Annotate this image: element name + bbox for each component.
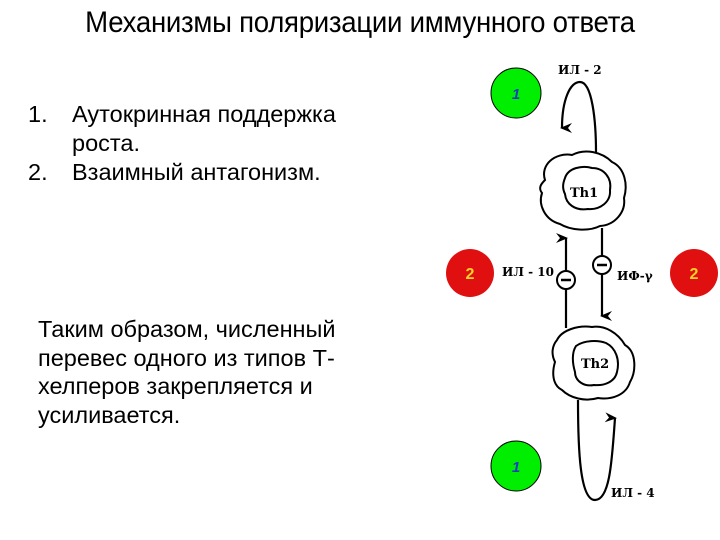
antagonism-badge-right: 2 [670, 249, 718, 297]
svg-text:1: 1 [512, 86, 520, 103]
il4-loop-arrow [576, 399, 617, 502]
il2-loop-arrow [560, 80, 598, 153]
svg-text:1: 1 [512, 459, 520, 476]
th2-nucleus [571, 340, 619, 387]
slide-title: Механизмы поляризации иммунного ответа [85, 6, 635, 39]
list-item-text-line: Аутокринная поддержка [72, 101, 336, 127]
th1-nucleus [562, 165, 612, 211]
conclusion-line: перевес одного из типов Т- [38, 344, 335, 371]
list-item-text-line: роста. [72, 130, 140, 156]
th2-label: Th2 [581, 357, 609, 372]
il2-label: ИЛ - 2 [558, 63, 602, 77]
il10-antagonism-arrow: ИЛ - 10 [502, 233, 576, 328]
autocrine-badge-top: 1 [490, 67, 542, 119]
list-item-antagonism: 2. Взаимный антагонизм. [28, 158, 428, 187]
list-item-text-line: Взаимный антагонизм. [72, 159, 321, 185]
list-item-autocrine: 1. Аутокринная поддержка роста. [28, 100, 428, 158]
list-number: 2. [28, 159, 48, 185]
ifn-gamma-antagonism-arrow: ИФ-γ [592, 228, 653, 321]
antagonism-badge-left: 2 [446, 249, 494, 297]
svg-text:2: 2 [690, 266, 699, 283]
list-number: 1. [28, 101, 48, 127]
ifn-gamma-label: ИФ-γ [617, 269, 653, 283]
th1-cell: Th1 [539, 150, 627, 231]
conclusion-line: хелперов закрепляется и [38, 373, 313, 399]
il4-autocrine-loop: ИЛ - 4 [576, 399, 655, 502]
il2-autocrine-loop: ИЛ - 2 [558, 63, 602, 153]
th1-label: Th1 [570, 186, 598, 201]
conclusion-line: усиливается. [38, 401, 181, 428]
conclusion-line: Таким образом, численный [38, 316, 336, 342]
svg-text:2: 2 [466, 266, 475, 283]
il4-label: ИЛ - 4 [611, 486, 655, 500]
il10-label: ИЛ - 10 [502, 265, 554, 279]
mechanisms-list: 1. Аутокринная поддержка роста. 2. Взаим… [28, 100, 428, 187]
autocrine-badge-bottom: 1 [490, 440, 542, 492]
th2-cell: Th2 [551, 325, 636, 401]
conclusion-paragraph: Таким образом, численный перевес одного … [38, 315, 408, 429]
